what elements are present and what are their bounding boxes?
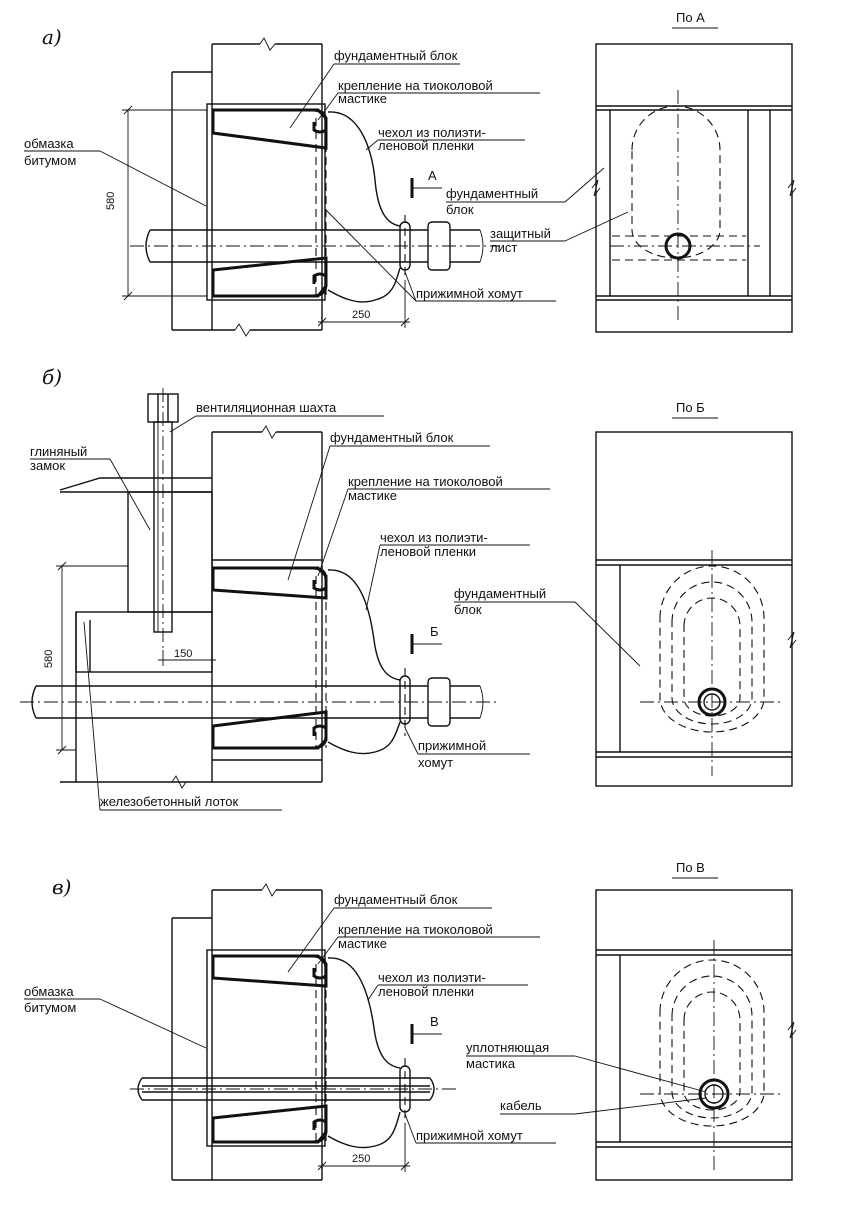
panel-c-label-bitumen: обмазка (24, 984, 74, 999)
panel-b-label-cover: чехол из полиэти- (380, 530, 488, 545)
panel-b-label-clamp: прижимной (418, 738, 486, 753)
panel-b-label-tray: железобетонный лоток (100, 794, 238, 809)
panel-a-label-cover-2: леновой пленки (378, 138, 474, 153)
panel-b-cover (327, 569, 401, 681)
panel-b-pipe (20, 677, 500, 727)
panel-a-label-found-block-2: блок (446, 202, 474, 217)
panel-a-wall (171, 37, 326, 337)
panel-a-letter: а) (42, 25, 62, 49)
panel-b-vent-shaft (147, 388, 179, 650)
panel-a-label-bitumen: обмазка (24, 136, 74, 151)
panel-c-view-title: По В (676, 860, 705, 875)
panel-a-label-thiokol-2: мастике (338, 91, 387, 106)
panel-a-label-bitumen-2: битумом (24, 153, 76, 168)
panel-c-label-clamp: прижимной хомут (416, 1128, 523, 1143)
panel-b-label-found-block-2: блок (454, 602, 482, 617)
panel-c-label-sealant: уплотняющая (466, 1040, 549, 1055)
panel-a-view: По А (591, 10, 797, 333)
panel-c-label-cover: чехол из полиэти- (378, 970, 486, 985)
panel-a-view-title: По А (676, 10, 705, 25)
panel-a-lower-block (211, 256, 328, 298)
panel-b-label-thiokol: крепление на тиоколовой (348, 474, 503, 489)
panel-b-view: По Б (595, 400, 797, 787)
panel-c-cover (327, 957, 401, 1069)
panel-c-cable (130, 1077, 460, 1101)
panel-b-label-vent-shaft: вентиляционная шахта (196, 400, 337, 415)
panel-a-label-clamp: прижимной хомут (416, 286, 523, 301)
panel-c-label-sealant-2: мастика (466, 1056, 516, 1071)
panel-b-label-cover-2: леновой пленки (380, 544, 476, 559)
panel-a-dim-length: 250 (352, 309, 370, 321)
panel-a-section-mark: А (428, 168, 437, 183)
panel-a-dim-height: 580 (105, 192, 117, 210)
panel-a-cover (327, 111, 401, 227)
panel-a-label-found-block: фундаментный (446, 186, 538, 201)
panel-c-lower-block (211, 1104, 328, 1144)
panel-c-view: По В (595, 860, 797, 1181)
panel-b-label-clay-2: замок (30, 458, 65, 473)
panel-c: в) 250 (24, 860, 797, 1181)
panel-b-label-foundation-block: фундаментный блок (330, 430, 454, 445)
panel-a-label-cover: чехол из полиэти- (378, 125, 486, 140)
panel-a-label-shield-2: лист (490, 240, 517, 255)
panel-c-label-bitumen-2: битумом (24, 1000, 76, 1015)
panel-c-letter: в) (52, 875, 71, 899)
panel-b-label-thiokol-2: мастике (348, 488, 397, 503)
panel-a-dim-580: 580 (105, 105, 207, 301)
panel-a-pipe (130, 221, 500, 271)
panel-a-dim-250: 250 (317, 280, 410, 328)
panel-b-label-found-block: фундаментный (454, 586, 546, 601)
panel-c-label-thiokol: крепление на тиоколовой (338, 922, 493, 937)
panel-a-label-shield: защитный (490, 226, 551, 241)
panel-c-section-mark: В (430, 1014, 439, 1029)
panel-c-dim-length: 250 (352, 1153, 370, 1165)
panel-b-letter: б) (42, 365, 62, 389)
panel-b-section-mark: Б (430, 624, 439, 639)
panel-a-upper-block (211, 108, 328, 150)
panel-a-label-foundation-block: фундаментный блок (334, 48, 458, 63)
panel-b-view-title: По Б (676, 400, 705, 415)
panel-c-upper-block (211, 954, 328, 988)
panel-b-dim-length: 150 (174, 648, 192, 660)
panel-b: б) (20, 365, 797, 811)
panel-c-label-foundation-block: фундаментный блок (334, 892, 458, 907)
panel-b-label-clay: глиняный (30, 444, 87, 459)
panel-a: а) (24, 10, 797, 337)
panel-b-dim-height: 580 (43, 650, 55, 668)
panel-a-label-thiokol: крепление на тиоколовой (338, 78, 493, 93)
panel-b-upper-block (211, 566, 328, 600)
panel-c-label-thiokol-2: мастике (338, 936, 387, 951)
panel-c-label-cable: кабель (500, 1098, 542, 1113)
panel-c-label-cover-2: леновой пленки (378, 984, 474, 999)
panel-b-label-clamp-2: хомут (418, 755, 453, 770)
